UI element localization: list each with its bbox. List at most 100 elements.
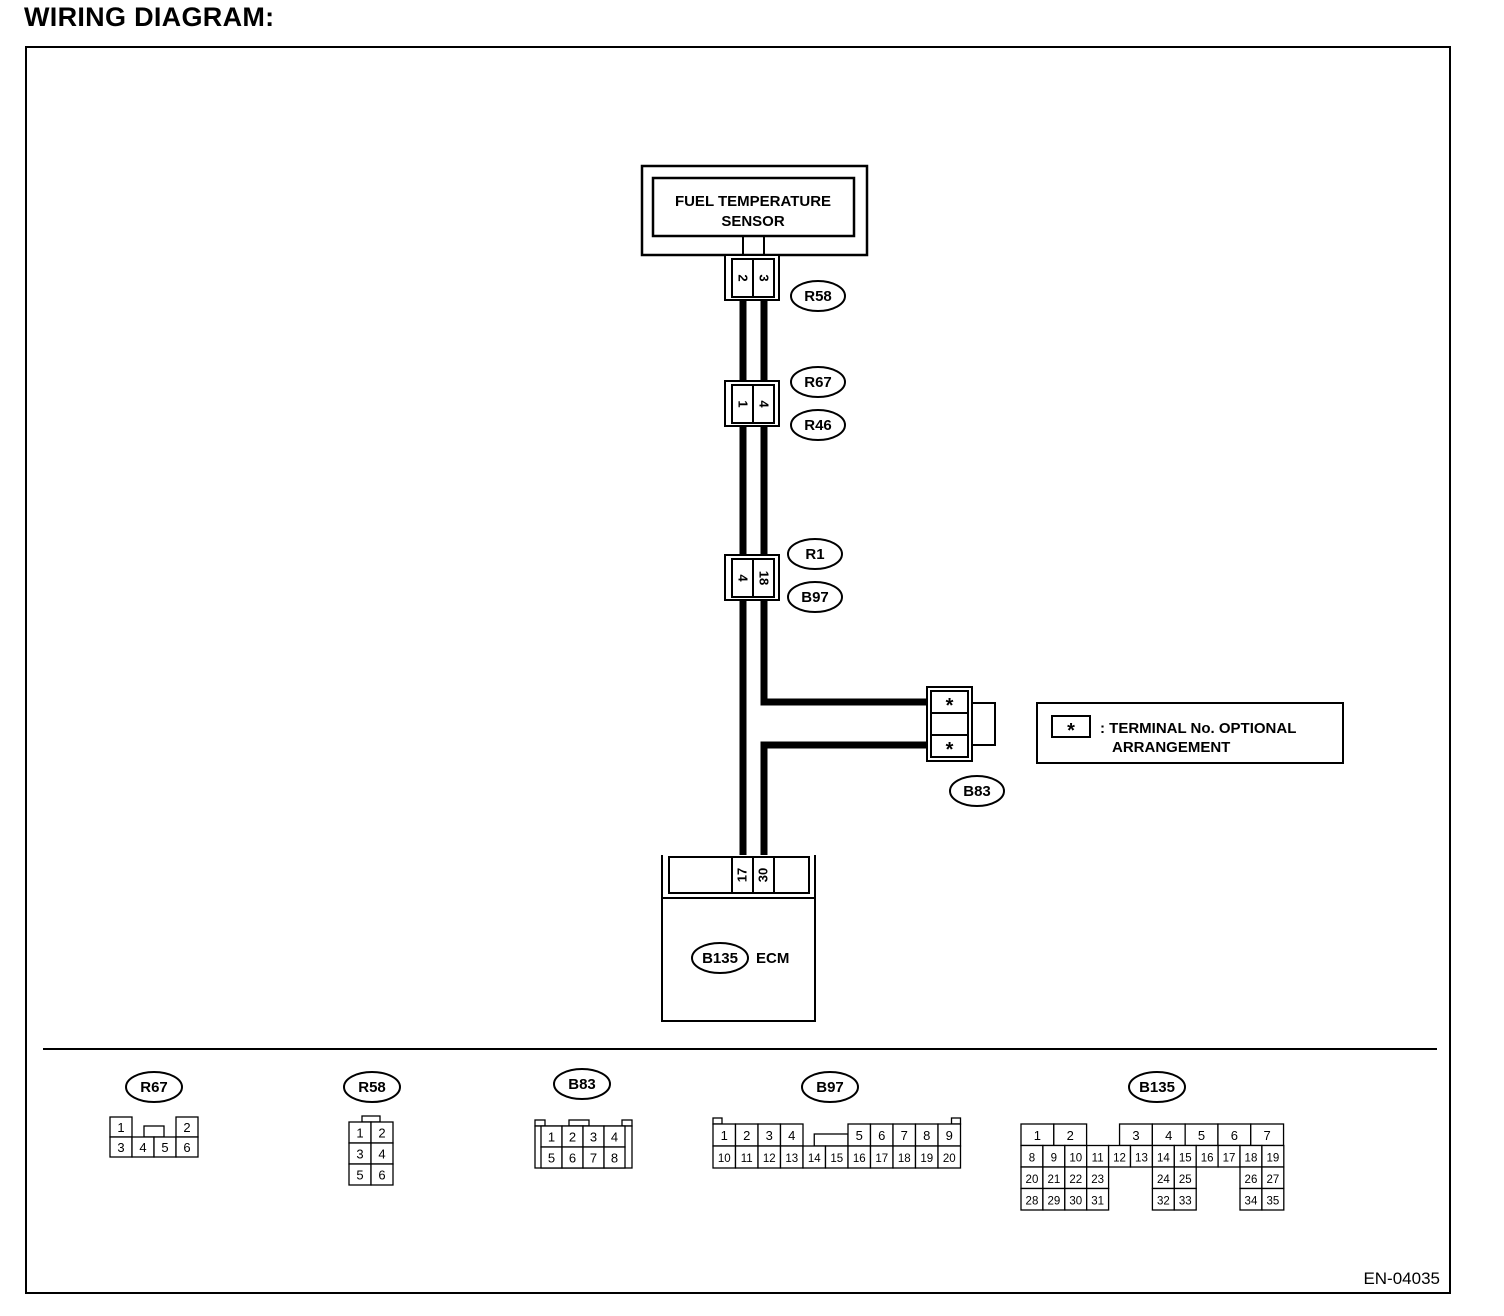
view-b97-pin-19: 19	[920, 1153, 933, 1165]
sensor-label-line1: FUEL TEMPERATURE	[675, 193, 831, 210]
view-b83-pin-5: 5	[548, 1151, 555, 1166]
ecm-pin-30: 30	[756, 868, 771, 882]
r1-pin-4: 4	[736, 574, 751, 582]
view-b97-pin-16: 16	[853, 1153, 866, 1165]
view-b135-pin-15: 15	[1179, 1152, 1192, 1164]
wire-right-upper	[760, 300, 930, 706]
wire-right-lower	[760, 741, 930, 855]
view-r58-label: R58	[358, 1079, 386, 1096]
r1-label: R1	[805, 546, 824, 563]
r67-label: R67	[804, 374, 832, 391]
view-b135-pin-22: 22	[1069, 1174, 1082, 1186]
diagram-frame	[25, 46, 1451, 1294]
view-r67-label: R67	[140, 1079, 168, 1096]
view-b135-pin-23: 23	[1091, 1174, 1104, 1186]
view-b135-pin-34: 34	[1245, 1195, 1258, 1207]
view-b97-pin-12: 12	[763, 1153, 776, 1165]
view-b83-pin-6: 6	[569, 1151, 576, 1166]
view-b135-pin-33: 33	[1179, 1195, 1192, 1207]
view-b135-pin-5: 5	[1198, 1128, 1205, 1143]
view-r58-pin-2: 2	[378, 1126, 385, 1141]
b97-label: B97	[801, 589, 829, 606]
r58-label: R58	[804, 288, 832, 305]
ecm-label: ECM	[756, 950, 789, 967]
r58-pin-3: 3	[757, 274, 772, 281]
view-b97-pin-2: 2	[743, 1128, 750, 1143]
view-r67-pin-3: 3	[117, 1140, 124, 1155]
view-b135-pin-21: 21	[1047, 1174, 1060, 1186]
view-b97-pin-7: 7	[901, 1128, 908, 1143]
page-title: WIRING DIAGRAM:	[24, 2, 275, 32]
r58-pin-2: 2	[736, 274, 751, 281]
view-b135-pin-17: 17	[1223, 1152, 1236, 1164]
view-b135-pin-8: 8	[1029, 1152, 1035, 1164]
view-b135-label: B135	[1139, 1079, 1175, 1096]
figure-id: EN-04035	[1363, 1269, 1440, 1288]
view-b97-pin-1: 1	[721, 1128, 728, 1143]
view-b135-pin-13: 13	[1135, 1152, 1148, 1164]
view-r58-pin-4: 4	[378, 1147, 385, 1162]
view-b135-pin-35: 35	[1266, 1195, 1279, 1207]
view-b97-pin-14: 14	[808, 1153, 821, 1165]
ecm-unit: 17 30 B135 ECM	[661, 855, 816, 1022]
view-b135-pin-16: 16	[1201, 1152, 1214, 1164]
view-b97-pin-4: 4	[788, 1128, 795, 1143]
view-b83-pin-4: 4	[611, 1130, 618, 1145]
connector-r1-b97: 4 18 R1 B97	[724, 538, 843, 613]
r67-pin-1: 1	[736, 400, 751, 407]
view-b97-pin-6: 6	[878, 1128, 885, 1143]
view-b135-pin-30: 30	[1069, 1195, 1082, 1207]
b83-pin-upper: *	[946, 695, 954, 717]
r67-pin-4: 4	[757, 400, 772, 408]
view-b97-pin-17: 17	[875, 1153, 888, 1165]
view-b135-pin-28: 28	[1026, 1195, 1039, 1207]
view-r67-pin-1: 1	[117, 1120, 124, 1135]
view-b135-pin-26: 26	[1245, 1174, 1258, 1186]
view-r67-pin-6: 6	[183, 1140, 190, 1155]
view-b135-pin-19: 19	[1266, 1152, 1279, 1164]
view-r58-pin-3: 3	[356, 1147, 363, 1162]
connector-b83: * * B83	[926, 686, 1005, 807]
view-b83-pin-8: 8	[611, 1151, 618, 1166]
view-b97-pin-11: 11	[741, 1153, 753, 1165]
r1-pin-18: 18	[757, 571, 772, 585]
view-b135-pin-25: 25	[1179, 1174, 1192, 1186]
connector-r58: 2 3 R58	[724, 254, 846, 312]
view-b135-pin-12: 12	[1113, 1152, 1126, 1164]
view-b83-pin-3: 3	[590, 1130, 597, 1145]
fuel-temperature-sensor: FUEL TEMPERATURE SENSOR	[640, 164, 869, 257]
view-b97-pin-15: 15	[830, 1153, 843, 1165]
view-b83-label: B83	[568, 1076, 596, 1093]
legend-line2: ARRANGEMENT	[1112, 739, 1230, 756]
view-r58-pin-6: 6	[378, 1168, 385, 1183]
view-b135-pin-2: 2	[1067, 1128, 1074, 1143]
sensor-label-line2: SENSOR	[721, 213, 785, 230]
view-b135-pin-3: 3	[1132, 1128, 1139, 1143]
view-b135-pin-6: 6	[1231, 1128, 1238, 1143]
b83-pin-lower: *	[946, 739, 954, 761]
view-b97-pin-5: 5	[856, 1128, 863, 1143]
r46-label: R46	[804, 417, 832, 434]
view-b135-pin-9: 9	[1051, 1152, 1057, 1164]
view-b135-pin-18: 18	[1245, 1152, 1258, 1164]
view-b135-pin-24: 24	[1157, 1174, 1170, 1186]
view-b135-pin-29: 29	[1047, 1195, 1060, 1207]
view-b135-pin-31: 31	[1091, 1195, 1104, 1207]
view-b135-pin-10: 10	[1069, 1152, 1082, 1164]
view-b83-pin-2: 2	[569, 1130, 576, 1145]
view-b135-pin-20: 20	[1026, 1174, 1039, 1186]
view-b135-pin-4: 4	[1165, 1128, 1172, 1143]
view-r67-pin-4: 4	[139, 1140, 146, 1155]
view-b97-pin-13: 13	[785, 1153, 798, 1165]
terminal-legend: * : TERMINAL No. OPTIONAL ARRANGEMENT	[1036, 702, 1344, 764]
view-r67-pin-2: 2	[183, 1120, 190, 1135]
view-b97-label: B97	[816, 1079, 844, 1096]
view-b97-pin-18: 18	[898, 1153, 911, 1165]
view-b135-pin-11: 11	[1092, 1152, 1104, 1164]
view-b135-pin-7: 7	[1264, 1128, 1271, 1143]
view-b97-pin-20: 20	[943, 1153, 956, 1165]
legend-line1: : TERMINAL No. OPTIONAL	[1100, 720, 1296, 737]
view-b135-pin-32: 32	[1157, 1195, 1170, 1207]
